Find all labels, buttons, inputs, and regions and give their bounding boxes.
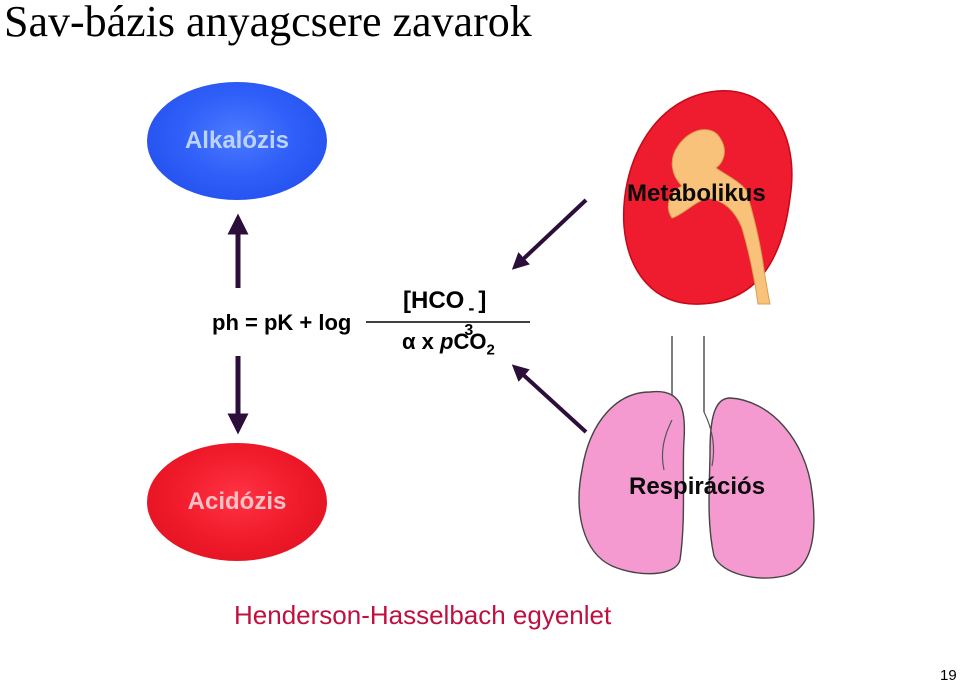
alkalosis-label: Alkalózis bbox=[184, 127, 290, 154]
equation-numerator: [HCO 3 -] bbox=[403, 287, 487, 339]
alkalosis-ellipse: Alkalózis bbox=[147, 82, 327, 200]
slide-title: Sav-bázis anyagcsere zavarok bbox=[4, 0, 532, 46]
denominator-sub: 2 bbox=[486, 341, 495, 359]
lungs-icon bbox=[578, 336, 815, 579]
arrow-from-kidney bbox=[511, 198, 588, 270]
lung-label: Respirációs bbox=[629, 473, 766, 500]
numerator-close: ] bbox=[478, 287, 487, 314]
acidosis-ellipse: Acidózis bbox=[147, 443, 327, 561]
denominator-prefix: α x bbox=[402, 329, 440, 354]
numerator-sup: - bbox=[468, 298, 475, 318]
page-number: 19 bbox=[940, 667, 957, 684]
numerator-sub: 3 bbox=[464, 322, 474, 339]
arrow-from-lungs bbox=[511, 364, 588, 434]
denominator-italic: p bbox=[439, 329, 454, 354]
denominator-main: CO bbox=[453, 329, 487, 354]
acidosis-label: Acidózis bbox=[187, 488, 287, 515]
equation-left: ph = pK + log bbox=[212, 310, 352, 335]
equation-caption: Henderson-Hasselbach egyenlet bbox=[234, 600, 612, 630]
equation-denominator: α x pCO2 bbox=[402, 329, 495, 358]
numerator-main: [HCO bbox=[403, 287, 465, 314]
kidney-icon bbox=[622, 90, 793, 305]
kidney-label: Metabolikus bbox=[627, 180, 766, 207]
